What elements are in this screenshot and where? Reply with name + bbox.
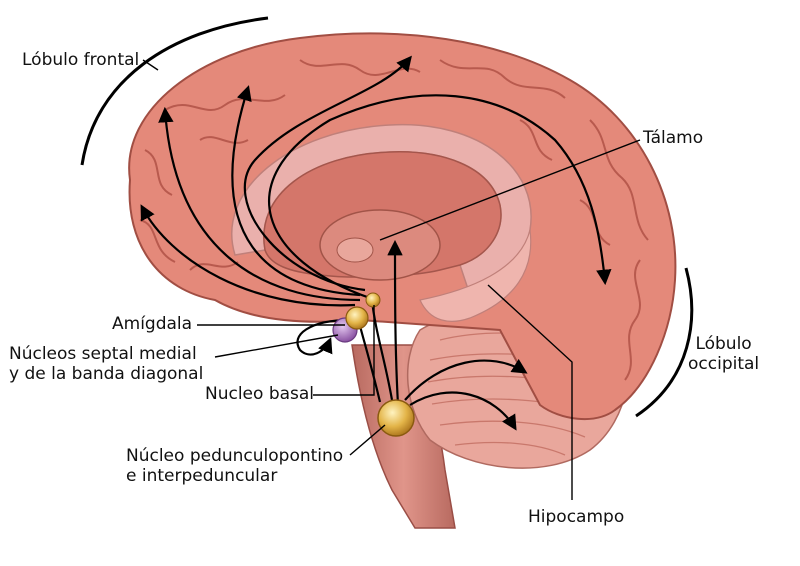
label-septal-line2: y de la banda diagonal bbox=[9, 364, 204, 384]
gyri bbox=[139, 59, 649, 381]
label-occipital-line2: occipital bbox=[688, 354, 760, 374]
thalamus bbox=[319, 209, 441, 281]
thalamus-nucleus bbox=[336, 237, 374, 263]
label-amygdala: Amígdala bbox=[112, 314, 193, 334]
pathway-frontal-4 bbox=[140, 204, 356, 307]
pedunculopontine-nucleus bbox=[377, 399, 415, 437]
frontal-lobe-bracket bbox=[80, 16, 269, 166]
pathway-cerebellum-1 bbox=[404, 358, 528, 401]
pathway-basal-stem bbox=[370, 299, 394, 401]
pathway-septal-loop bbox=[296, 318, 351, 356]
pathway-cerebellum-2 bbox=[409, 391, 517, 431]
label-occipital-line1: Lóbulo bbox=[695, 334, 752, 354]
label-occipital-lobe: Lóbulo occipital bbox=[688, 334, 759, 374]
occipital-lobe-bracket bbox=[635, 267, 694, 418]
cholinergic-pathways bbox=[140, 55, 612, 431]
leader-basal bbox=[313, 305, 375, 396]
label-septal-line1: Núcleos septal medial bbox=[9, 344, 197, 364]
leader-septal bbox=[214, 334, 339, 358]
pathway-cingulate bbox=[268, 94, 612, 300]
pathway-frontal-1 bbox=[158, 106, 361, 302]
label-pedunculopontine: Núcleo pedunculopontino e interpeduncula… bbox=[126, 446, 343, 486]
leader-thalamus bbox=[379, 139, 641, 241]
label-pedunc-line2: e interpeduncular bbox=[126, 466, 278, 486]
label-pedunc-line1: Núcleo pedunculopontino bbox=[126, 446, 344, 466]
pathway-thalamus bbox=[387, 239, 403, 406]
amygdala-nucleus bbox=[345, 306, 369, 330]
leader-pedunc bbox=[349, 424, 386, 456]
leader-frontal bbox=[142, 59, 159, 71]
leader-lines bbox=[142, 59, 641, 500]
basal-nucleus-dot bbox=[365, 292, 381, 308]
label-hippocampus: Hipocampo bbox=[528, 507, 625, 527]
label-frontal-lobe: Lóbulo frontal bbox=[22, 50, 140, 70]
label-septal-nuclei: Núcleos septal medial y de la banda diag… bbox=[9, 344, 203, 384]
leader-hippocampus bbox=[487, 284, 573, 500]
label-basal-nucleus: Nucleo basal bbox=[205, 384, 315, 404]
label-thalamus: Tálamo bbox=[643, 128, 704, 148]
pathway-frontal-3 bbox=[243, 55, 412, 292]
pathway-frontal-2 bbox=[231, 85, 361, 297]
